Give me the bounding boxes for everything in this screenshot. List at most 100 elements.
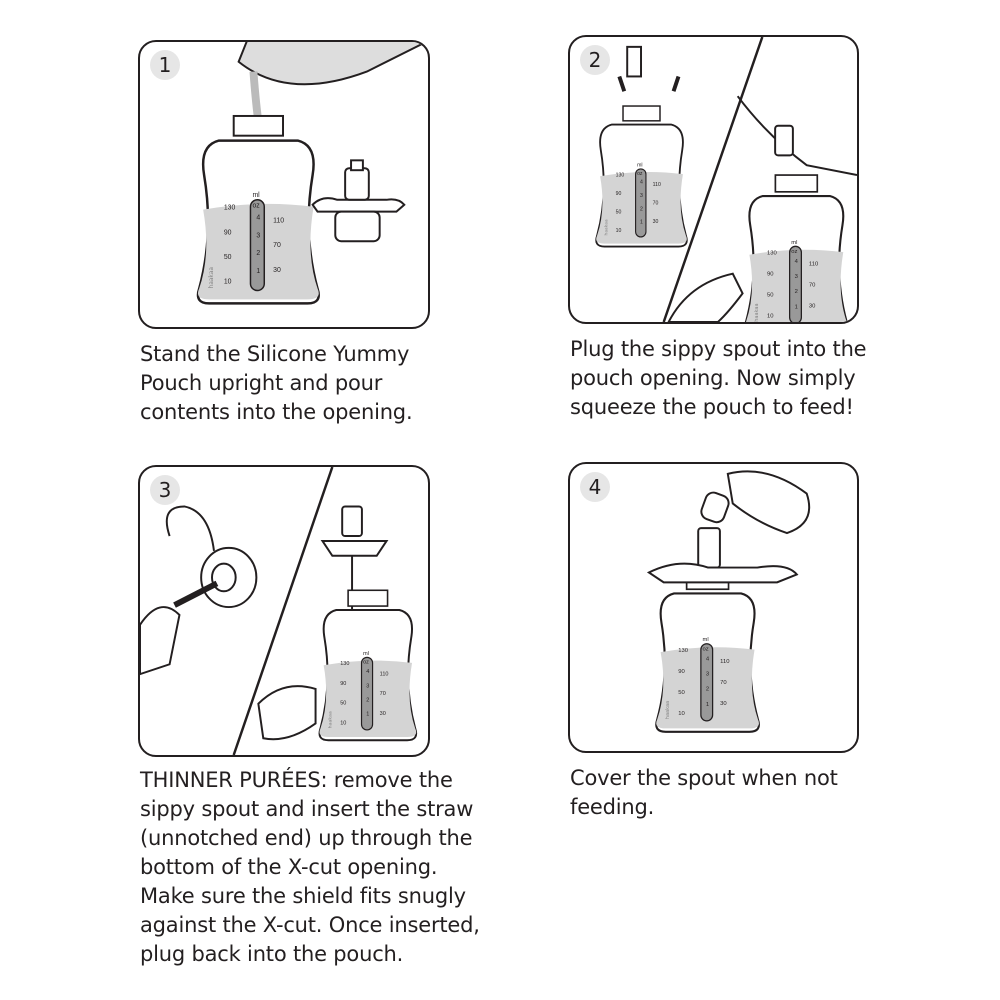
caption-line: feeding. [570,795,655,819]
oz-mark: 1 [795,304,798,310]
brand-logo: haakaa [328,711,334,728]
oz-mark: 2 [366,698,369,704]
brand-logo: haakaa [603,219,609,235]
caption-line: Pouch upright and pour [140,371,383,395]
step-number-badge: 3 [150,475,180,505]
unit-oz-label: oz [252,203,260,210]
hand-icon [257,685,317,741]
oz-mark: 2 [795,289,798,295]
ml-mark: 10 [678,711,685,717]
caption-line: THINNER PURÉES: remove the [140,768,453,792]
ml-mark: 70 [720,680,727,686]
straw-insert-illustration: ml oz 4 3 2 1 130 90 50 10 110 70 30 haakaa [140,467,418,755]
step-2-caption: Plug the sippy spout into the pouch open… [570,335,867,422]
caption-line: plug back into the pouch. [140,942,404,966]
ml-mark: 130 [767,251,778,257]
brand-logo: haakaa [209,267,215,289]
unit-ml-label: ml [791,240,797,246]
caption-line: against the X-cut. Once inserted, [140,913,480,937]
step-number-badge: 4 [580,472,610,502]
caption-line: Stand the Silicone Yummy [140,342,410,366]
unit-oz-label: oz [791,249,797,255]
oz-mark: 4 [256,215,260,222]
caption-line: pouch opening. Now simply [570,366,856,390]
oz-mark: 3 [706,672,709,678]
unit-oz-label: oz [703,646,709,652]
oz-mark: 3 [366,683,369,689]
ml-mark: 50 [616,209,622,215]
hand-icon [667,272,744,322]
step-4-panel: ml oz 4 3 2 1 130 90 50 10 110 70 30 haakaa 4 [568,462,859,753]
unit-oz-label: oz [637,171,643,177]
ml-mark: 110 [653,182,661,188]
pouch-illustration: ml oz 4 3 2 1 130 90 50 10 110 70 30 haakaa [318,589,418,742]
ml-mark: 10 [767,314,774,320]
caption-line: Plug the sippy spout into the [570,337,867,361]
cover-spout-illustration: ml oz 4 3 2 1 130 90 50 10 110 70 30 haakaa [646,470,811,733]
caption-line: Make sure the shield fits snugly [140,884,466,908]
caption-line: (unnotched end) up through the [140,826,473,850]
unit-ml-label: ml [703,637,709,643]
oz-mark: 1 [640,220,643,226]
ml-mark: 70 [380,691,386,697]
oz-mark: 1 [706,702,709,708]
ml-mark: 90 [224,229,232,236]
oz-mark: 3 [795,274,798,280]
pouch-illustration: ml oz 4 3 2 1 130 90 50 10 110 70 30 haakaa [655,571,760,733]
step-3-panel: ml oz 4 3 2 1 130 90 50 10 110 70 30 haakaa 3 [138,465,430,757]
ml-mark: 70 [653,200,659,206]
oz-mark: 2 [640,206,643,212]
unit-ml-label: ml [363,651,369,657]
ml-mark: 130 [340,661,349,667]
ml-mark: 70 [809,283,816,289]
step-number-badge: 1 [150,50,180,80]
unit-ml-label: ml [637,163,642,169]
ml-mark: 30 [809,304,816,310]
ml-mark: 30 [380,711,386,717]
ml-mark: 30 [720,701,727,707]
ml-mark: 110 [380,672,389,678]
oz-mark: 4 [706,657,710,663]
oz-mark: 1 [366,712,369,718]
oz-mark: 3 [640,193,643,199]
ml-mark: 110 [273,217,284,224]
caption-line: Cover the spout when not [570,766,838,790]
oz-mark: 4 [366,669,369,675]
oz-mark: 1 [256,268,260,275]
step-number-badge: 2 [580,45,610,75]
oz-mark: 4 [640,180,643,186]
brand-logo: haakaa [665,701,671,719]
oz-mark: 3 [256,232,260,239]
ml-mark: 90 [340,681,346,687]
ml-mark: 90 [678,669,685,675]
caption-line: sippy spout and insert the straw [140,797,474,821]
caption-line: contents into the opening. [140,400,413,424]
ml-mark: 130 [616,172,625,178]
spout-cap-icon [311,159,406,243]
ml-mark: 130 [678,648,689,654]
brand-logo: haakaa [754,303,760,321]
ml-mark: 50 [224,254,232,261]
ml-mark: 10 [224,279,232,286]
unit-ml-label: ml [252,192,260,199]
ml-mark: 30 [273,267,281,274]
step-1-caption: Stand the Silicone Yummy Pouch upright a… [140,340,413,427]
ml-mark: 10 [616,228,622,234]
ml-mark: 130 [224,205,236,212]
ml-mark: 10 [340,720,346,726]
ml-mark: 50 [678,690,685,696]
ml-mark: 110 [720,659,730,665]
ml-mark: 30 [653,219,659,225]
ml-mark: 50 [340,701,346,707]
ml-mark: 90 [616,191,622,197]
ml-mark: 110 [809,262,819,268]
oz-mark: 2 [706,687,709,693]
unit-oz-label: oz [363,660,369,666]
step-4-caption: Cover the spout when not feeding. [570,764,838,822]
